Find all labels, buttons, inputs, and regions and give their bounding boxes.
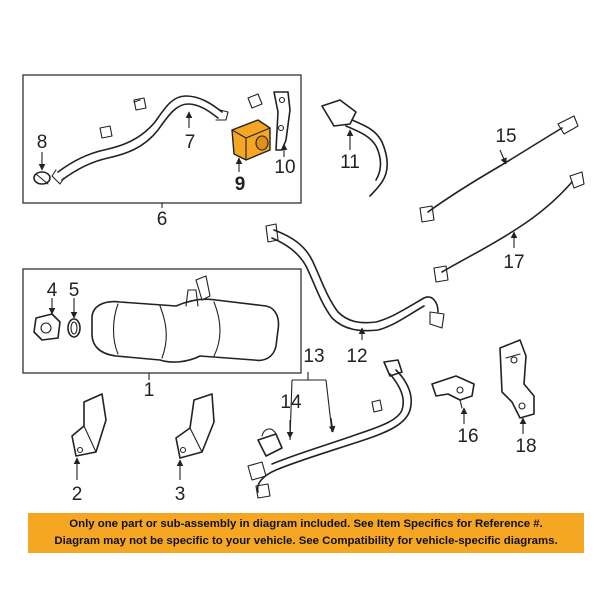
bracket-10: [273, 91, 291, 151]
callout-4: 4: [47, 280, 58, 301]
canister-1: [91, 275, 280, 363]
purge-valve-9: [231, 119, 271, 161]
callout-1: 1: [144, 380, 155, 401]
vent-hose-7: [51, 95, 229, 185]
callout-18: 18: [515, 436, 536, 457]
callout-13: 13: [303, 346, 324, 367]
vapor-line-11: [321, 99, 389, 197]
leader-lines: [38, 111, 527, 480]
group-box-1: [22, 268, 302, 374]
grommets: [133, 93, 263, 109]
callout-16: 16: [457, 426, 478, 447]
callout-15: 15: [495, 126, 516, 147]
callout-8: 8: [37, 132, 48, 153]
hose-12: [265, 223, 445, 332]
sensor-4: [33, 313, 61, 341]
callout-14: 14: [280, 392, 302, 413]
clip-8: [33, 171, 51, 185]
disclaimer-line-2: Diagram may not be specific to your vehi…: [54, 535, 558, 547]
callout-12: 12: [346, 346, 367, 367]
callout-7: 7: [185, 132, 196, 153]
callout-17: 17: [503, 252, 524, 273]
callout-labels: 1 2 3 4 5 6 7 8 9 10 11 12 13 14 15 16 1…: [37, 126, 537, 505]
callout-2: 2: [72, 484, 83, 505]
bracket-16: [431, 375, 475, 409]
disclaimer-line-1: Only one part or sub-assembly in diagram…: [69, 518, 543, 530]
seal-5: [67, 318, 81, 338]
wiring-harness-13: [247, 359, 412, 499]
callout-11: 11: [340, 152, 360, 173]
hose-clips: [99, 97, 147, 139]
bracket-18: [499, 339, 535, 419]
hose-15: [419, 115, 579, 223]
disclaimer-banner: Only one part or sub-assembly in diagram…: [28, 513, 584, 553]
callout-6: 6: [157, 209, 168, 230]
connector-14: [257, 428, 283, 457]
bracket-3: [175, 393, 215, 459]
callout-10: 10: [274, 157, 295, 178]
bracket-2: [71, 393, 107, 457]
callout-3: 3: [175, 484, 186, 505]
hose-17: [433, 171, 585, 283]
callout-5: 5: [69, 280, 80, 301]
callout-9: 9: [235, 174, 246, 195]
